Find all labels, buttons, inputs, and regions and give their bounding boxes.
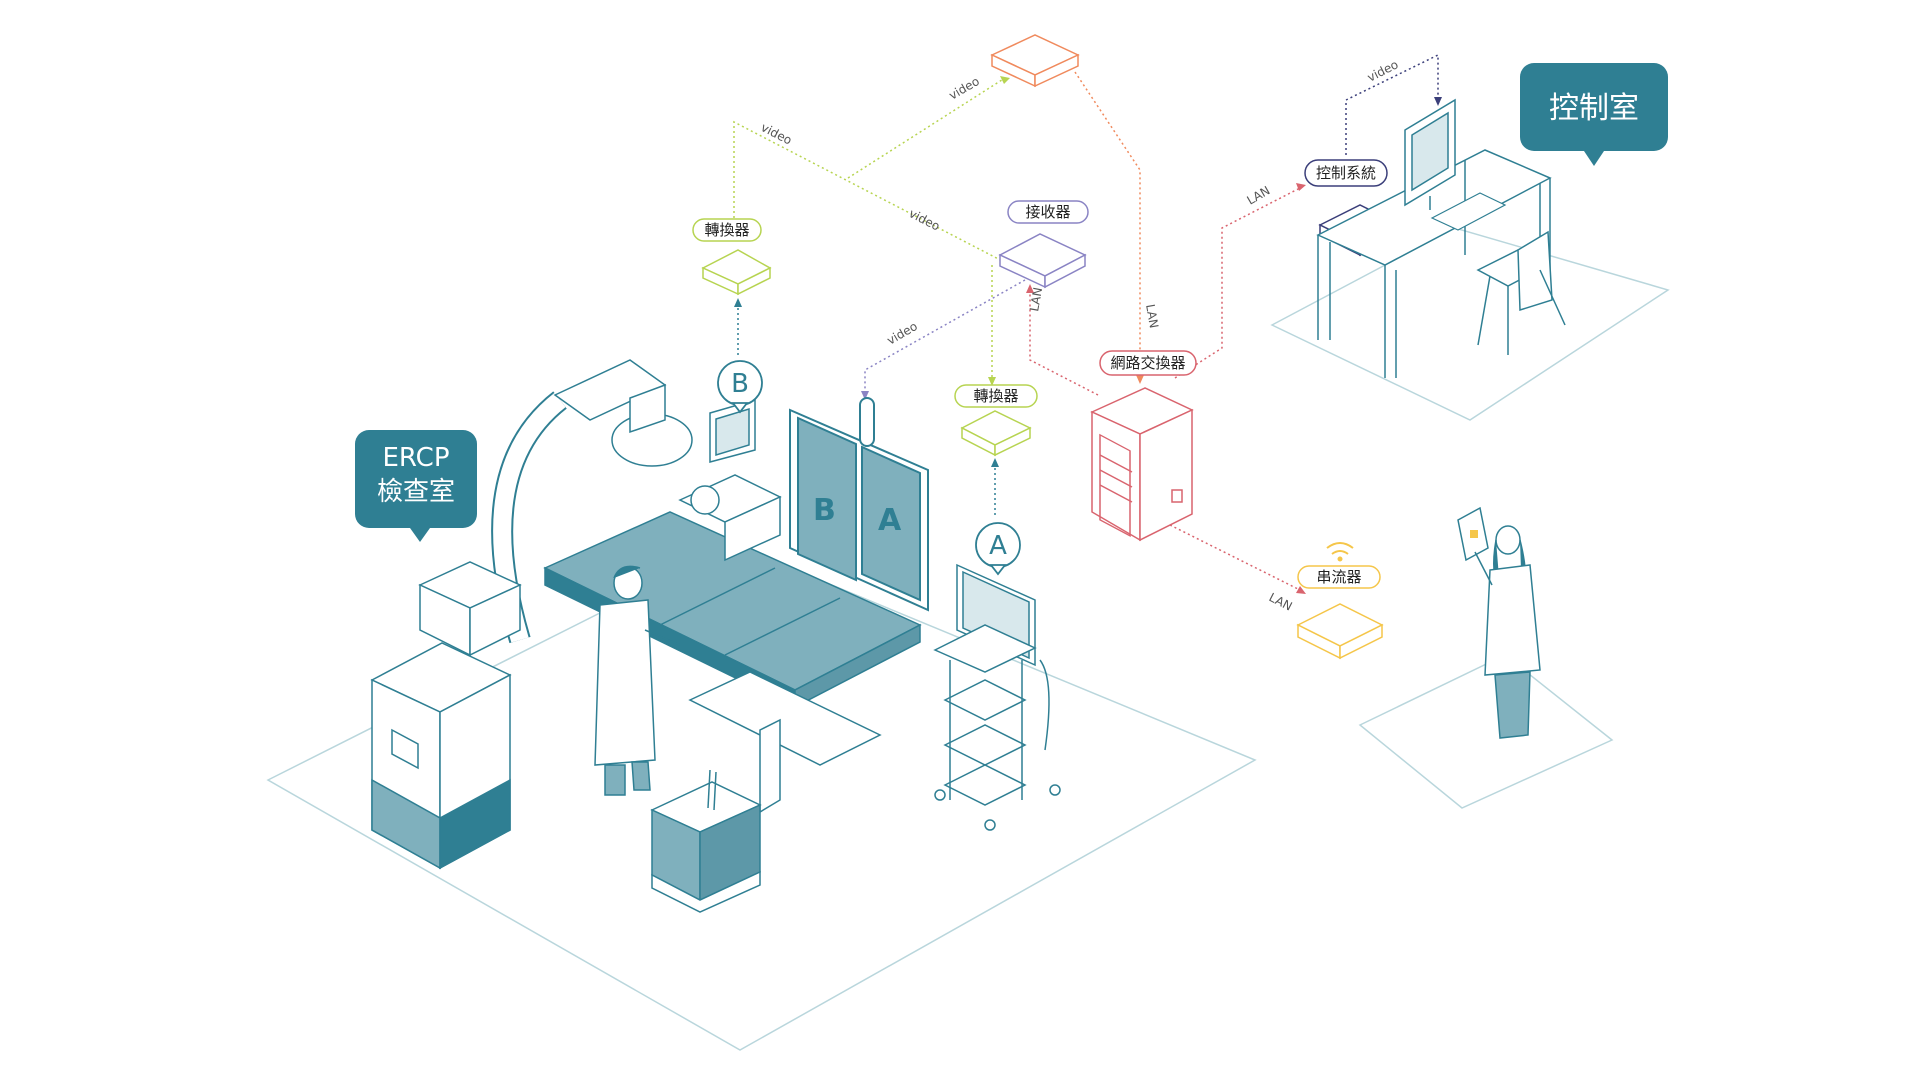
label-network-switch: 網路交換器: [1099, 350, 1197, 376]
label-control-system: 控制系統: [1304, 159, 1388, 187]
chair: [1476, 230, 1566, 355]
lan-label-1: LAN: [1143, 303, 1161, 329]
converter-b-device[interactable]: [701, 249, 772, 296]
arrow-to-converter-a-up: [991, 458, 999, 467]
doctor-figure: [594, 565, 681, 796]
ercp-room-floor: [266, 544, 1257, 1051]
arrow-to-streamer: [1296, 586, 1306, 594]
arrow-to-control: [1296, 183, 1306, 191]
video-link-orange: [1074, 71, 1141, 378]
callout-ercp-line1: ERCP: [382, 443, 449, 473]
tablet-user-figure: [1457, 506, 1541, 739]
lan-label-4: LAN: [1267, 590, 1295, 613]
video-link-purple: [864, 279, 1026, 394]
label-receiver: 接收器: [1007, 200, 1089, 224]
arrow-to-converter-a: [988, 377, 996, 386]
network-switch-rack[interactable]: [1090, 387, 1194, 542]
callout-control-room: 控制室: [1520, 63, 1668, 166]
arrow-to-switch: [1136, 375, 1144, 384]
converter-a-device[interactable]: [960, 410, 1032, 457]
main-display-screen: [789, 397, 929, 612]
endoscopy-tower-b: [678, 399, 782, 562]
arrow-to-recorder: [1000, 76, 1010, 84]
marker-a: A: [975, 522, 1021, 576]
label-receiver-text: 接收器: [1025, 203, 1070, 221]
video-label-2: video: [947, 74, 982, 103]
xray-generator: [370, 561, 522, 870]
video-label-3: video: [907, 206, 943, 233]
label-converter-b-text: 轉換器: [704, 221, 749, 239]
patient-table: [543, 511, 922, 814]
marker-b-label: B: [731, 369, 749, 399]
lan-label-2: LAN: [1027, 286, 1045, 312]
video-label-5: video: [1365, 57, 1401, 84]
receiver-device[interactable]: [998, 233, 1087, 289]
control-desk: [1316, 149, 1552, 378]
video-label-1: video: [759, 120, 795, 147]
control-monitor: [1404, 98, 1456, 210]
callout-ercp-line2: 檢查室: [377, 477, 455, 507]
wifi-icon: [1326, 542, 1354, 562]
arrow-to-receiver: [1026, 284, 1034, 293]
arrow-to-converter-b: [734, 298, 742, 307]
label-converter-b: 轉換器: [692, 218, 762, 242]
lan-label-3: LAN: [1245, 183, 1273, 207]
tablet-user-floor: [1358, 654, 1614, 809]
endoscopy-cart-a: [933, 563, 1061, 831]
arrow-to-control-monitor: [1434, 97, 1442, 106]
label-streamer: 串流器: [1297, 565, 1381, 589]
video-links-green: [733, 77, 1011, 380]
video-label-4: video: [885, 319, 920, 348]
callout-control-room-text: 控制室: [1549, 91, 1639, 126]
label-converter-a-text: 轉換器: [973, 387, 1018, 405]
label-streamer-text: 串流器: [1316, 568, 1361, 586]
keyboard: [1430, 192, 1507, 231]
label-control-system-text: 控制系統: [1316, 164, 1376, 182]
video-link-navy: [1345, 53, 1439, 155]
lan-link-control: [1174, 187, 1301, 379]
display-panel-right-label: A: [878, 503, 902, 538]
recorder-device[interactable]: [990, 34, 1080, 88]
display-panel-left-label: B: [813, 493, 836, 528]
streamer-device[interactable]: [1296, 603, 1384, 660]
arrow-to-monitor: [861, 391, 869, 400]
lan-link-streamer: [1169, 524, 1301, 591]
marker-b: B: [717, 360, 763, 414]
marker-a-label: A: [989, 531, 1007, 561]
instrument-cart: [650, 769, 762, 913]
callout-ercp-room: ERCP 檢查室: [355, 430, 477, 542]
label-converter-a: 轉換器: [954, 384, 1038, 408]
lan-link-receiver: [1029, 290, 1099, 396]
control-room-floor: [1270, 227, 1670, 421]
label-network-switch-text: 網路交換器: [1110, 354, 1185, 372]
